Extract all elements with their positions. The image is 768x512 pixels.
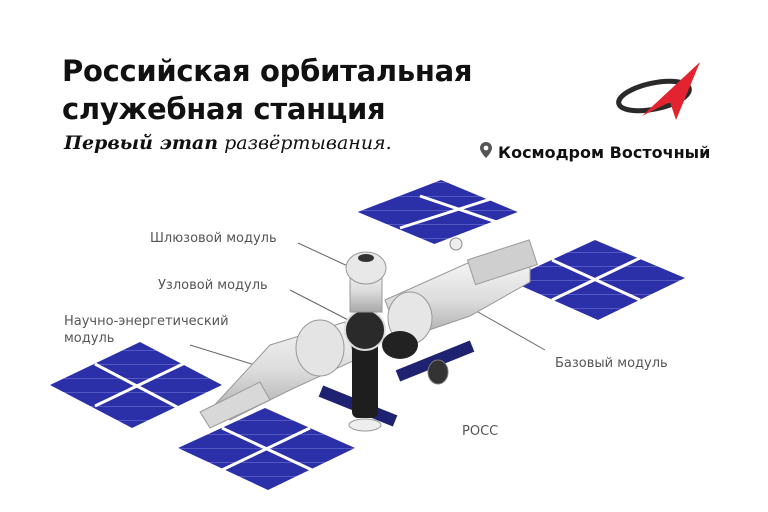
page-title: Российская орбитальная служебная станция [62, 52, 473, 128]
label-node-module: Узловой модуль [158, 278, 268, 293]
roscosmos-logo [612, 58, 712, 130]
title-line-2: служебная станция [62, 92, 386, 126]
location-text: Космодром Восточный [498, 142, 711, 162]
subtitle-rest: развёртывания. [218, 132, 392, 154]
location: Космодром Восточный [480, 142, 710, 162]
node-module [344, 309, 449, 432]
map-pin-icon [480, 142, 492, 162]
leader-lines [189, 242, 546, 366]
subtitle: Первый этап развёртывания. [64, 132, 392, 154]
science-power-module [199, 319, 356, 429]
label-science-power-line-2: модуль [64, 331, 115, 346]
solar-array-base-lower [508, 240, 685, 320]
label-science-power-module: Научно-энергетический модуль [64, 313, 229, 347]
subtitle-bold: Первый этап [64, 132, 219, 154]
label-science-power-line-1: Научно-энергетический [64, 314, 229, 329]
airlock-module [345, 251, 387, 313]
label-station-name: РОСС [462, 424, 499, 439]
label-airlock-module: Шлюзовой модуль [150, 231, 277, 246]
solar-array-science-lower [178, 408, 355, 490]
title-line-1: Российская орбитальная [62, 54, 473, 88]
solar-array-base-upper [357, 180, 521, 244]
base-module [384, 237, 538, 345]
solar-array-science-upper [50, 342, 222, 428]
label-base-module: Базовый модуль [555, 356, 668, 371]
